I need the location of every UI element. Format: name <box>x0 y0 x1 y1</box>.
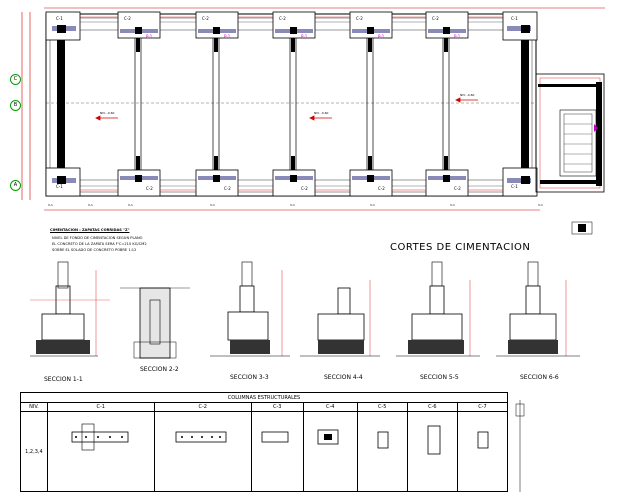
section-label: SECCION 1-1 <box>44 376 83 383</box>
table-cell <box>356 411 408 492</box>
column-tag: C-2 <box>301 186 308 191</box>
column-tag: C-2 <box>432 16 439 21</box>
svg-text:P-1: P-1 <box>454 34 461 39</box>
section-label: SECCION 4-4 <box>324 374 363 381</box>
svg-text:P-1: P-1 <box>378 34 385 39</box>
table-cell <box>456 411 509 492</box>
edge-detail <box>515 400 525 492</box>
axis-bubble-c: C <box>10 74 21 85</box>
table-header-cell: C-3 <box>250 402 304 412</box>
column-tag: C-2 <box>454 186 461 191</box>
svg-text:P-1: P-1 <box>224 34 231 39</box>
column-tag: C-2 <box>202 16 209 21</box>
columns-table: COLUMNAS ESTRUCTURALES NIV. C-1 C-2 C-3 … <box>20 392 509 492</box>
table-header-cell: NIV. <box>20 402 48 412</box>
table-header-cell: C-7 <box>456 402 509 412</box>
column-tag: C-1 <box>511 184 518 189</box>
note-line: EL CONCRETO DE LA ZAPATA SERA F'C=210 KG… <box>52 242 147 246</box>
svg-text:NIV. -0.60: NIV. -0.60 <box>100 111 115 115</box>
section-label: SECCION 6-6 <box>520 374 559 381</box>
table-cell <box>153 411 252 492</box>
axis-bubble-b: B <box>10 100 21 111</box>
svg-text:V-1: V-1 <box>450 203 455 207</box>
table-row-label: 1,2,3,4 <box>20 411 48 492</box>
note-line: NIVEL DE FONDO DE CIMENTACION SEGUN PLAN… <box>52 236 143 240</box>
svg-text:V-1: V-1 <box>290 203 295 207</box>
table-cell <box>302 411 358 492</box>
axis-bubble-a: A <box>10 180 21 191</box>
column-tag: C-2 <box>356 16 363 21</box>
table-cell <box>406 411 458 492</box>
column-tag: C-2 <box>378 186 385 191</box>
svg-text:V-1: V-1 <box>88 203 93 207</box>
table-cell <box>250 411 304 492</box>
column-tag: C-2 <box>124 16 131 21</box>
svg-text:V-1: V-1 <box>370 203 375 207</box>
note-line: SOBRE EL SOLADO DE CONCRETO POBRE 1:12 <box>52 248 137 252</box>
svg-text:V-1: V-1 <box>538 203 543 207</box>
section-label: SECCION 3-3 <box>230 374 269 381</box>
svg-text:NIV. -0.60: NIV. -0.60 <box>314 111 329 115</box>
column-tag: C-1 <box>56 16 63 21</box>
column-tag: C-2 <box>224 186 231 191</box>
svg-text:P-1: P-1 <box>146 34 153 39</box>
table-header-cell: C-4 <box>302 402 358 412</box>
column-tag: C-2 <box>146 186 153 191</box>
svg-text:V-1: V-1 <box>128 203 133 207</box>
section-label: SECCION 5-5 <box>420 374 459 381</box>
column-tag: C-1 <box>56 184 63 189</box>
table-header-cell: C-5 <box>356 402 408 412</box>
column-tag: C-1 <box>511 16 518 21</box>
notes-heading: CIMENTACION : ZAPATAS CORRIDAS "Z" <box>50 228 130 232</box>
column-tag: C-2 <box>279 16 286 21</box>
table-header-cell: C-1 <box>46 402 155 412</box>
table-header-cell: C-6 <box>406 402 458 412</box>
columns-table-title: COLUMNAS ESTRUCTURALES <box>20 392 508 403</box>
svg-text:P-1: P-1 <box>301 34 308 39</box>
svg-text:NIV. -0.60: NIV. -0.60 <box>460 93 475 97</box>
table-cell <box>46 411 155 492</box>
svg-text:V-1: V-1 <box>48 203 53 207</box>
table-header-cell: C-2 <box>153 402 252 412</box>
section-label: SECCION 2-2 <box>140 366 179 373</box>
cortes-title: CORTES DE CIMENTACION <box>390 242 531 253</box>
foundation-sections <box>30 261 580 359</box>
svg-text:V-1: V-1 <box>210 203 215 207</box>
